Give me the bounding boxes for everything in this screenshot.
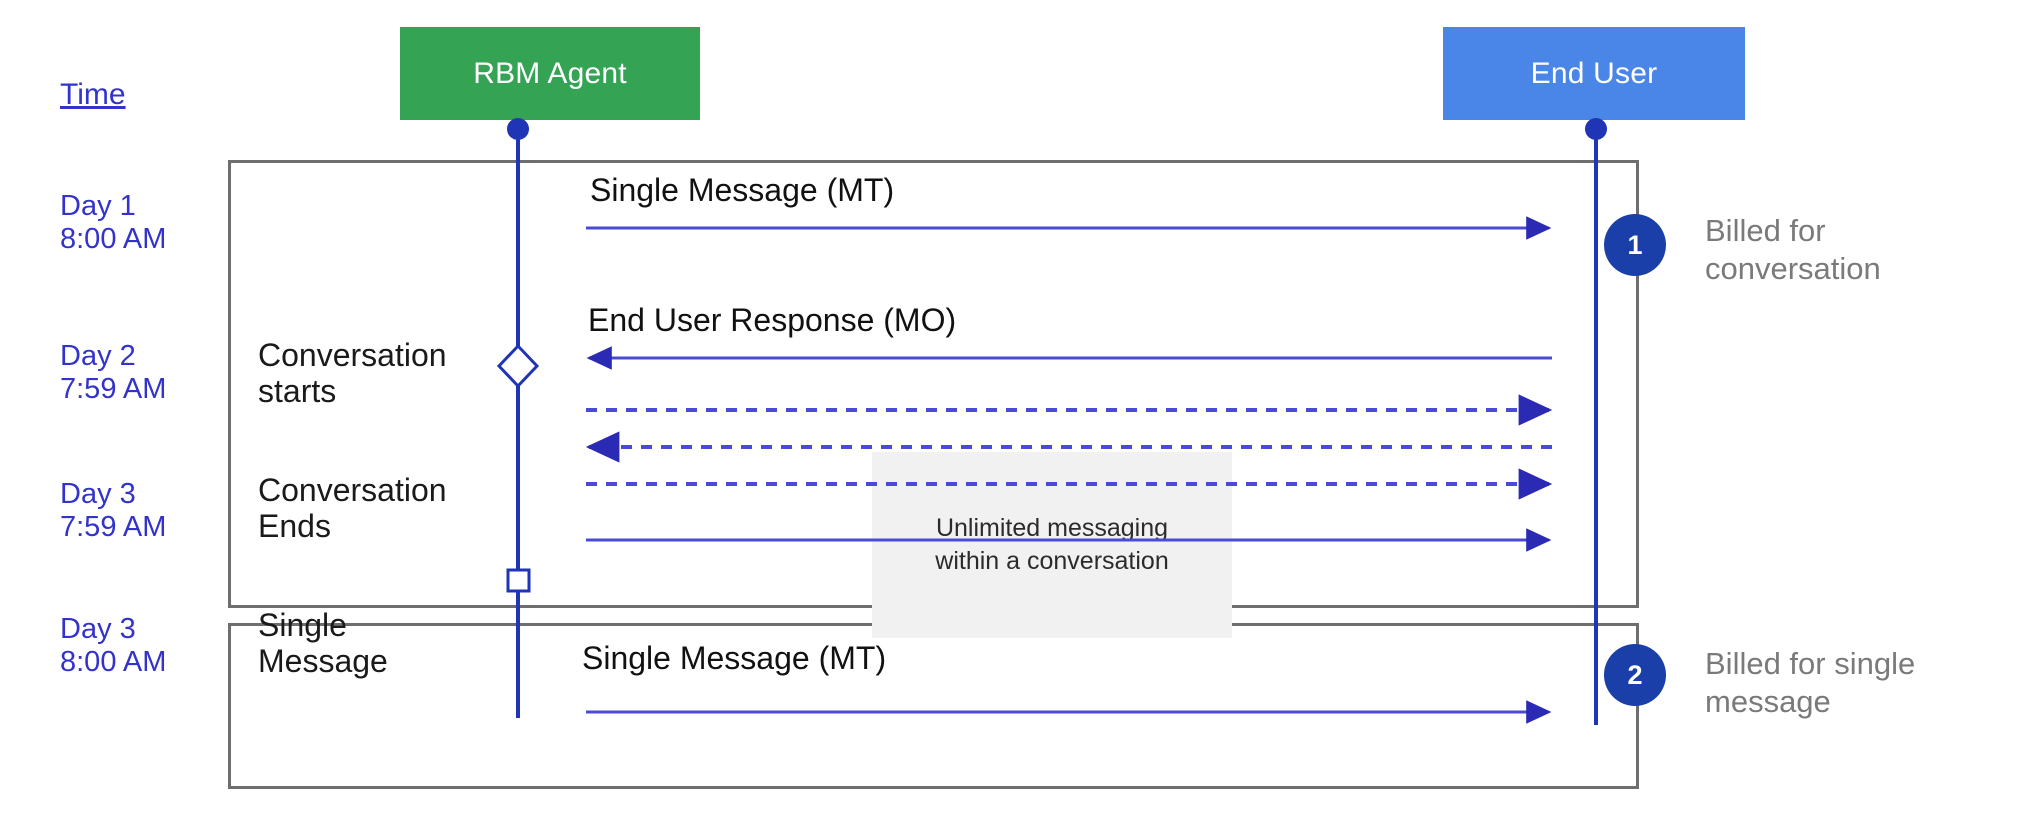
time-label-3-time: 7:59 AM <box>60 510 167 543</box>
phase-label-conversation-starts-line1: Conversation <box>258 337 447 373</box>
phase-label-conversation-ends-line1: Conversation <box>258 472 447 508</box>
billing-badge-1: 1 <box>1604 214 1666 276</box>
time-label-2-day: Day 2 <box>60 340 136 372</box>
time-label-4-time: 8:00 AM <box>60 645 167 678</box>
note-unlimited-messaging: Unlimited messaging within a conversation <box>872 452 1232 638</box>
time-label-2-time: 7:59 AM <box>60 372 167 405</box>
phase-label-single-message-line1: Single <box>258 607 347 643</box>
phase-label-conversation-ends-line2: Ends <box>258 507 331 544</box>
actor-label-rbm-agent: RBM Agent <box>473 56 627 90</box>
phase-label-single-message-line2: Message <box>258 642 388 679</box>
note-line1: Unlimited messaging <box>935 513 1169 542</box>
time-label-1-day: Day 1 <box>60 190 136 222</box>
time-label-1-time: 8:00 AM <box>60 222 167 255</box>
billing-badge-2: 2 <box>1604 644 1666 706</box>
time-column-header: Time <box>60 78 126 111</box>
message-label-mo: End User Response (MO) <box>588 302 957 338</box>
phase-label-conversation-ends: Conversation Ends <box>258 472 488 545</box>
time-label-3: Day 3 7:59 AM <box>60 478 166 544</box>
time-label-2: Day 2 7:59 AM <box>60 340 166 406</box>
time-label-4: Day 3 8:00 AM <box>60 613 166 679</box>
billing-annotation-2: Billed for single message <box>1705 645 2023 721</box>
phase-label-conversation-starts: Conversation starts <box>258 337 488 410</box>
note-line2: within a conversation <box>935 547 1169 575</box>
phase-label-conversation-starts-line2: starts <box>258 372 337 409</box>
actor-box-end-user[interactable]: End User <box>1443 27 1745 120</box>
actor-label-end-user: End User <box>1530 56 1658 90</box>
billing-annotation-1: Billed for conversation <box>1705 212 2023 288</box>
lifeline-rbm-agent <box>516 125 520 718</box>
note-text: Unlimited messaging within a conversation <box>935 512 1168 579</box>
billing-annotation-1-line1: Billed for <box>1705 213 1826 248</box>
billing-annotation-1-line2: conversation <box>1705 250 1881 286</box>
billing-annotation-2-line1: Billed for single <box>1705 646 1916 681</box>
actor-box-rbm-agent[interactable]: RBM Agent <box>400 27 700 120</box>
lifeline-end-user <box>1594 125 1598 725</box>
time-label-1: Day 1 8:00 AM <box>60 190 166 256</box>
message-label-mt-1: Single Message (MT) <box>590 172 895 208</box>
phase-label-single-message: Single Message <box>258 607 488 680</box>
message-label-mt-2: Single Message (MT) <box>582 640 887 676</box>
billing-annotation-2-line2: message <box>1705 683 1831 719</box>
time-label-4-day: Day 3 <box>60 613 136 645</box>
time-label-3-day: Day 3 <box>60 478 136 510</box>
